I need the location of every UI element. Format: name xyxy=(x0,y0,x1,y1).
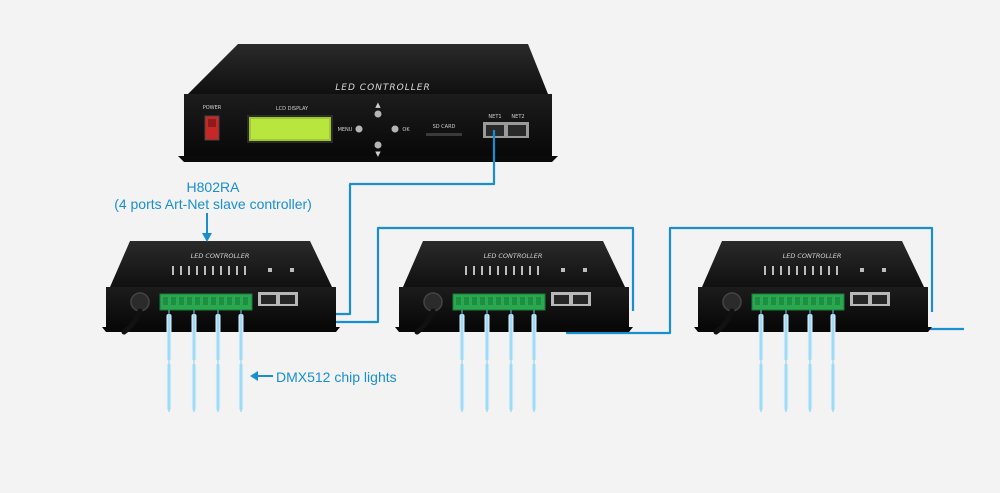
terminal-markings xyxy=(764,266,886,275)
power-cord xyxy=(121,308,143,335)
master-controller: LED CONTROLLER POWER LCD DISPLAY MENU ▲ … xyxy=(178,44,558,162)
master-title: LED CONTROLLER xyxy=(335,83,430,93)
light-string xyxy=(215,310,221,412)
slave-controller-1: LED CONTROLLER xyxy=(102,241,340,412)
annotation-arrows xyxy=(202,213,273,381)
terminal-markings xyxy=(465,266,587,275)
slave-title: LED CONTROLLER xyxy=(484,252,543,260)
terminal-markings xyxy=(172,266,294,275)
power-cord xyxy=(414,308,436,335)
power-jack xyxy=(130,292,150,312)
sd-card-slot[interactable] xyxy=(426,133,462,136)
model-description: (4 ports Art-Net slave controller) xyxy=(114,196,312,212)
power-label: POWER xyxy=(203,105,222,111)
terminal-screws xyxy=(755,297,840,305)
sd-card-label: SD CARD xyxy=(433,124,456,130)
slave-ethernet-in[interactable] xyxy=(261,295,276,304)
dmx512-light-strings xyxy=(166,310,244,412)
terminal-screws xyxy=(163,297,248,305)
power-jack xyxy=(722,292,742,312)
light-string xyxy=(830,310,836,412)
down-arrow-icon: ▼ xyxy=(375,150,381,158)
net1-label: NET1 xyxy=(488,114,501,120)
slave-controller-2: LED CONTROLLER xyxy=(395,241,633,412)
lcd-label: LCD DISPLAY xyxy=(276,106,309,112)
terminal-screws xyxy=(456,297,541,305)
light-string xyxy=(191,310,197,412)
light-string xyxy=(166,310,172,412)
power-jack xyxy=(423,292,443,312)
slave-model-annotation: H802RA (4 ports Art-Net slave controller… xyxy=(108,179,318,213)
dmx512-light-strings xyxy=(758,310,836,412)
lcd-screen xyxy=(251,119,329,139)
lights-annotation: DMX512 chip lights xyxy=(276,369,397,385)
power-cord xyxy=(713,308,735,335)
slave-ethernet-out[interactable] xyxy=(280,295,295,304)
model-name: H802RA xyxy=(186,179,240,195)
ok-button[interactable] xyxy=(391,125,399,133)
net2-label: NET2 xyxy=(511,114,524,120)
up-button[interactable] xyxy=(374,110,382,118)
menu-button[interactable] xyxy=(355,125,363,133)
up-arrow-icon: ▲ xyxy=(375,101,381,109)
light-string xyxy=(238,310,244,412)
dmx512-light-strings xyxy=(459,310,537,412)
slave-ethernet-in[interactable] xyxy=(554,295,569,304)
down-button[interactable] xyxy=(374,141,382,149)
ok-label: OK xyxy=(402,127,410,133)
light-string xyxy=(484,310,490,412)
net2-port[interactable] xyxy=(508,125,526,136)
light-string xyxy=(807,310,813,412)
slave-ethernet-in[interactable] xyxy=(853,295,868,304)
slave-controller-3: LED CONTROLLER xyxy=(694,241,932,412)
light-string xyxy=(459,310,465,412)
slave-title: LED CONTROLLER xyxy=(191,252,250,260)
slave-title: LED CONTROLLER xyxy=(783,252,842,260)
light-string xyxy=(531,310,537,412)
down-arrow-icon xyxy=(202,233,212,242)
slave-ethernet-out[interactable] xyxy=(872,295,887,304)
light-string xyxy=(508,310,514,412)
light-string xyxy=(758,310,764,412)
slave-ethernet-out[interactable] xyxy=(573,295,588,304)
left-arrow-icon xyxy=(250,371,258,381)
light-string xyxy=(783,310,789,412)
menu-label: MENU xyxy=(338,127,353,133)
power-switch-rocker xyxy=(208,119,216,127)
